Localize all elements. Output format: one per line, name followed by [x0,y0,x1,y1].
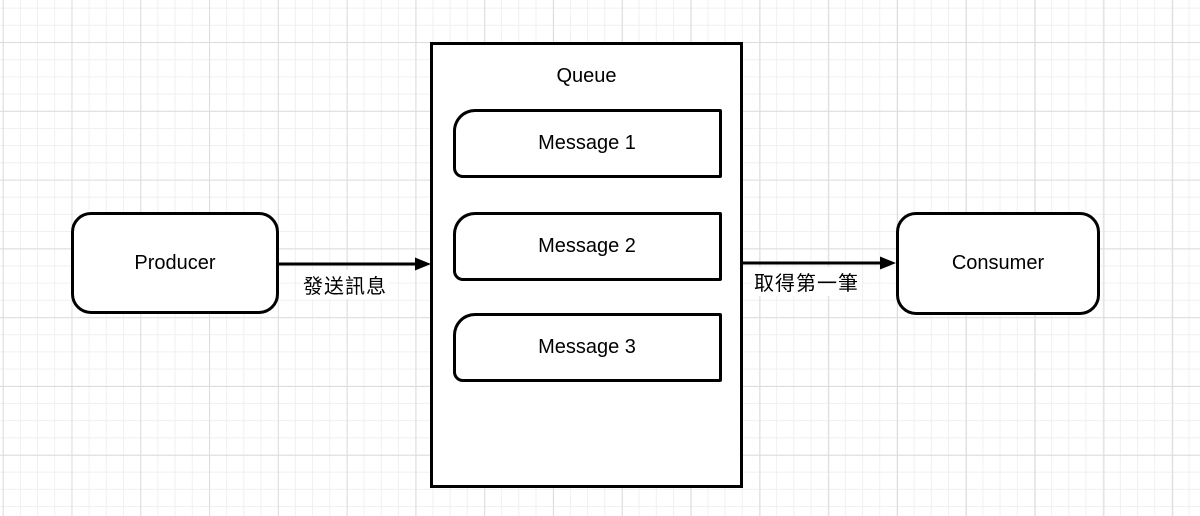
consumer-label: Consumer [951,252,1045,274]
message-card: Message 1 [452,108,722,178]
arrowhead-right-icon [880,256,896,270]
producer-label: Producer [134,251,216,274]
consume-arrow [741,256,896,270]
arrowhead-right-icon [415,257,431,271]
send-arrow [277,257,431,271]
send-arrow-label: 發送訊息 [301,270,389,299]
message-label: Message 3 [538,335,636,358]
consume-arrow-label: 取得第一筆 [752,267,861,296]
queue-container: Queue Message 1 Message 2 Message 3 [430,42,743,488]
queue-title: Queue [556,65,617,87]
message-label: Message 1 [538,131,636,154]
consumer-node: Consumer [896,212,1100,315]
message-card: Message 2 [452,211,722,281]
producer-node: Producer [71,212,279,314]
message-label: Message 2 [538,234,636,257]
message-card: Message 3 [452,312,722,382]
